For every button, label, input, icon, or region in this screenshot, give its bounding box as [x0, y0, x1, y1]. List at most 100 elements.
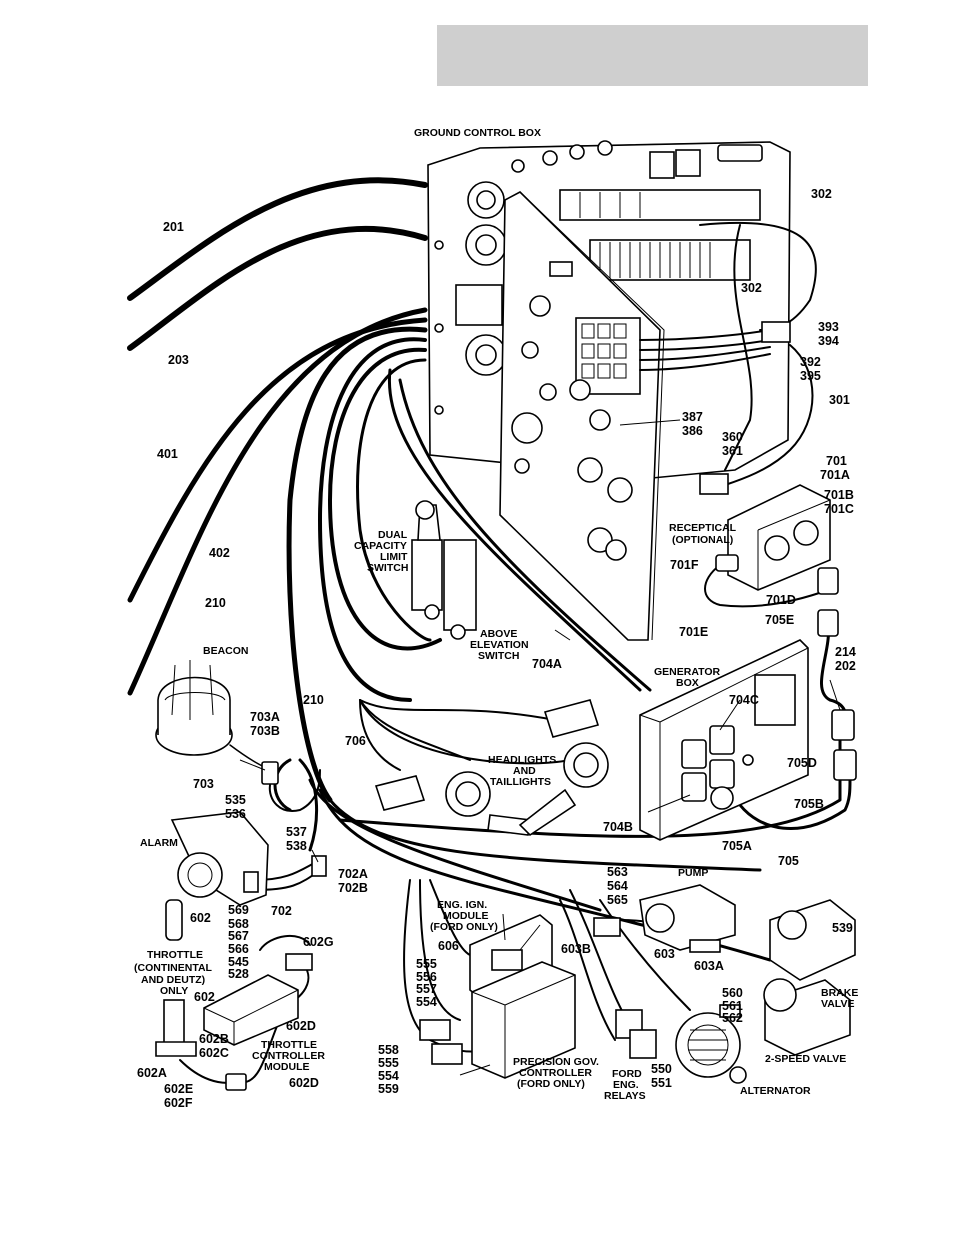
label-702: 702	[271, 904, 292, 918]
label-561: 561	[722, 999, 743, 1013]
label-567: 567	[228, 929, 249, 943]
label-551: 551	[651, 1076, 672, 1090]
label-701a: 701A	[820, 468, 850, 482]
label-702a: 702A	[338, 867, 368, 881]
label-555-b: 555	[378, 1056, 399, 1070]
label-705: 705	[778, 854, 799, 868]
label-701: 701	[826, 454, 847, 468]
label-602b: 602B	[199, 1032, 229, 1046]
label-565: 565	[607, 893, 628, 907]
label-301: 301	[829, 393, 850, 407]
label-dcls-3: LIMIT	[380, 551, 408, 563]
label-701b: 701B	[824, 488, 854, 502]
label-ground-control-box: GROUND CONTROL BOX	[414, 127, 541, 139]
label-606: 606	[438, 939, 459, 953]
label-214: 214	[835, 645, 856, 659]
leader-lines	[239, 419, 841, 1076]
label-703b: 703B	[250, 724, 280, 738]
label-headlights: HEADLIGHTS	[488, 754, 556, 766]
label-393: 393	[818, 320, 839, 334]
label-602-b: 602	[194, 990, 215, 1004]
label-210-b: 210	[303, 693, 324, 707]
throttle	[155, 899, 247, 1091]
precision-gov-controller	[419, 961, 576, 1079]
plug-705b	[833, 749, 857, 781]
label-554-a: 554	[416, 995, 437, 1009]
label-602a: 602A	[137, 1066, 167, 1080]
label-tcm-3: MODULE	[264, 1061, 310, 1073]
label-602d-b: 602D	[289, 1076, 319, 1090]
label-202: 202	[835, 659, 856, 673]
label-602-a: 602	[190, 911, 211, 925]
alternator	[675, 1004, 747, 1084]
label-aes-2: ELEVATION	[470, 639, 529, 651]
label-560: 560	[722, 986, 743, 1000]
label-pump: PUMP	[678, 867, 708, 879]
ford-eng-relays	[615, 1009, 657, 1059]
brake-valve	[769, 899, 856, 981]
label-401: 401	[157, 447, 178, 461]
label-210-a: 210	[205, 596, 226, 610]
label-2-speed-valve: 2-SPEED VALVE	[765, 1053, 846, 1065]
label-703a: 703A	[250, 710, 280, 724]
wire-harness	[127, 177, 852, 1084]
label-538: 538	[286, 839, 307, 853]
label-602c: 602C	[199, 1046, 229, 1060]
label-beacon: BEACON	[203, 645, 249, 657]
label-360: 360	[722, 430, 743, 444]
label-602d-a: 602D	[286, 1019, 316, 1033]
label-dcls-4: SWITCH	[367, 562, 408, 574]
label-361: 361	[722, 444, 743, 458]
label-562: 562	[722, 1011, 743, 1025]
label-602g: 602G	[303, 935, 334, 949]
alarm	[170, 811, 327, 906]
label-702b: 702B	[338, 881, 368, 895]
label-receptical: RECEPTICAL	[669, 522, 737, 534]
label-535: 535	[225, 793, 246, 807]
label-tcm-2: CONTROLLER	[252, 1050, 325, 1062]
label-taillights: TAILLIGHTS	[490, 776, 551, 788]
label-603a: 603A	[694, 959, 724, 973]
headlights-taillights	[374, 699, 609, 837]
label-eim-1: ENG. IGN.	[437, 899, 487, 911]
label-394: 394	[818, 334, 839, 348]
label-392: 392	[800, 355, 821, 369]
label-705d: 705D	[787, 756, 817, 770]
label-dcls-2: CAPACITY	[354, 540, 407, 552]
label-throttle: THROTTLE	[147, 949, 203, 961]
label-569: 569	[228, 903, 249, 917]
label-brake-valve: VALVE	[821, 998, 854, 1010]
label-generator: GENERATOR	[654, 666, 721, 678]
connector-563-565	[593, 917, 621, 937]
label-generator-box: BOX	[676, 677, 699, 689]
label-602e: 602E	[164, 1082, 193, 1096]
label-395: 395	[800, 369, 821, 383]
label-554-b: 554	[378, 1069, 399, 1083]
label-705e: 705E	[765, 613, 794, 627]
plug-705d	[831, 709, 855, 741]
label-alarm: ALARM	[140, 837, 178, 849]
label-eim-3: (FORD ONLY)	[430, 921, 498, 933]
label-545: 545	[228, 955, 249, 969]
label-555-a: 555	[416, 957, 437, 971]
label-alternator: ALTERNATOR	[740, 1085, 811, 1097]
label-705b: 705B	[794, 797, 824, 811]
header-bar	[437, 25, 868, 86]
label-201: 201	[163, 220, 184, 234]
label-tcm-1: THROTTLE	[261, 1039, 317, 1051]
label-704c: 704C	[729, 693, 759, 707]
label-704a: 704A	[532, 657, 562, 671]
label-387: 387	[682, 410, 703, 424]
label-throttle-continental: (CONTINENTAL	[134, 962, 213, 974]
label-brake: BRAKE	[821, 987, 858, 999]
label-701e: 701E	[679, 625, 708, 639]
beacon	[155, 660, 321, 812]
label-dcls-1: DUAL	[378, 529, 408, 541]
receptical	[715, 484, 831, 591]
label-fer-2: ENG.	[613, 1079, 639, 1091]
label-556: 556	[416, 970, 437, 984]
label-throttle-deutz: AND DEUTZ)	[141, 974, 205, 986]
label-optional: (OPTIONAL)	[672, 534, 733, 546]
label-fer-3: RELAYS	[604, 1090, 646, 1102]
